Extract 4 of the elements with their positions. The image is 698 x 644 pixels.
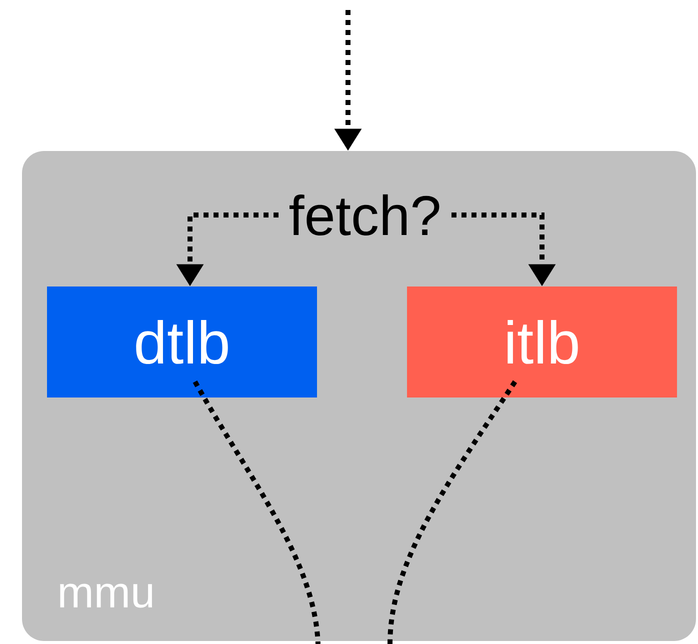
panel-label: mmu <box>60 584 152 608</box>
process-box: dtlb <box>47 286 317 398</box>
process-box: itlb <box>407 286 677 398</box>
question-text: fetch? <box>290 194 440 236</box>
